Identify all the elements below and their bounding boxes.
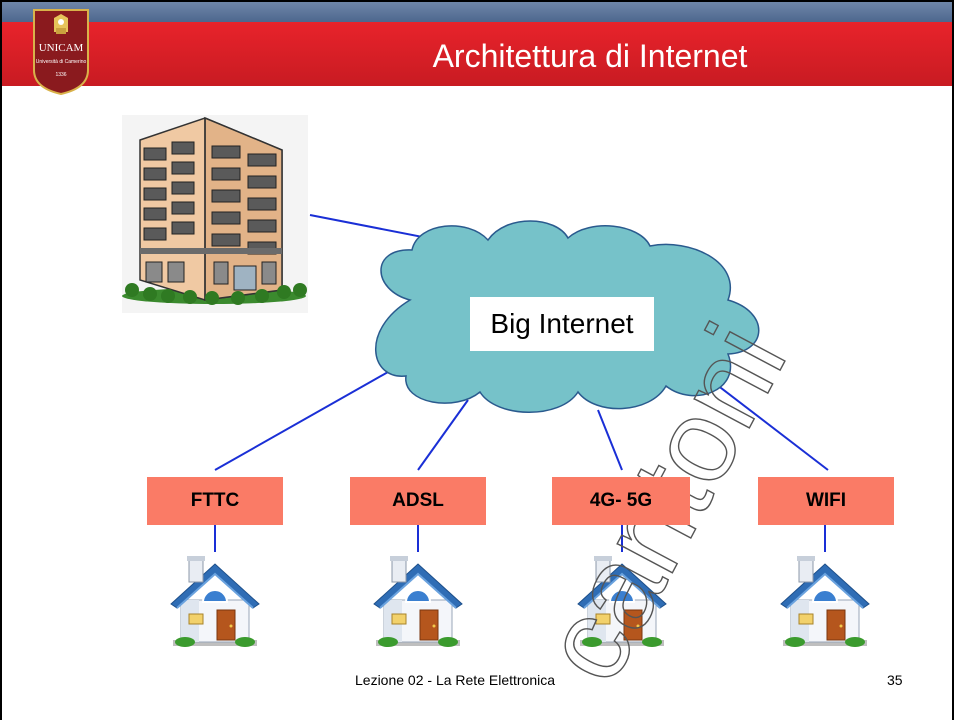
page-number: 35 bbox=[887, 672, 903, 688]
label-wifi: WIFI bbox=[758, 477, 894, 525]
header-blue-band bbox=[0, 2, 954, 22]
unicam-logo: UNICAM Università di Camerino 1336 bbox=[30, 8, 92, 96]
frame-top bbox=[0, 0, 954, 2]
office-building-icon bbox=[122, 115, 308, 313]
link-4g5g bbox=[597, 409, 623, 471]
frame-right bbox=[952, 0, 954, 720]
house-icon bbox=[373, 555, 463, 648]
house-icon bbox=[170, 555, 260, 648]
link-wifi bbox=[707, 377, 829, 471]
logo-year: 1336 bbox=[55, 72, 67, 78]
header-red-band bbox=[0, 22, 954, 86]
cloud-label: Big Internet bbox=[470, 297, 654, 351]
label-adsl: ADSL bbox=[350, 477, 486, 525]
slide-title: Architettura di Internet bbox=[432, 38, 748, 74]
header-divider bbox=[0, 86, 954, 90]
logo-name: UNICAM bbox=[38, 42, 84, 54]
link-fttc bbox=[214, 371, 389, 471]
label-4g5g: 4G- 5G bbox=[552, 477, 690, 525]
frame-left bbox=[0, 0, 2, 720]
footer-text: Lezione 02 - La Rete Elettronica bbox=[355, 672, 556, 688]
label-fttc: FTTC bbox=[147, 477, 283, 525]
link-adsl bbox=[417, 399, 469, 471]
logo-subtitle: Università di Camerino bbox=[35, 59, 87, 65]
house-icon bbox=[780, 555, 870, 648]
